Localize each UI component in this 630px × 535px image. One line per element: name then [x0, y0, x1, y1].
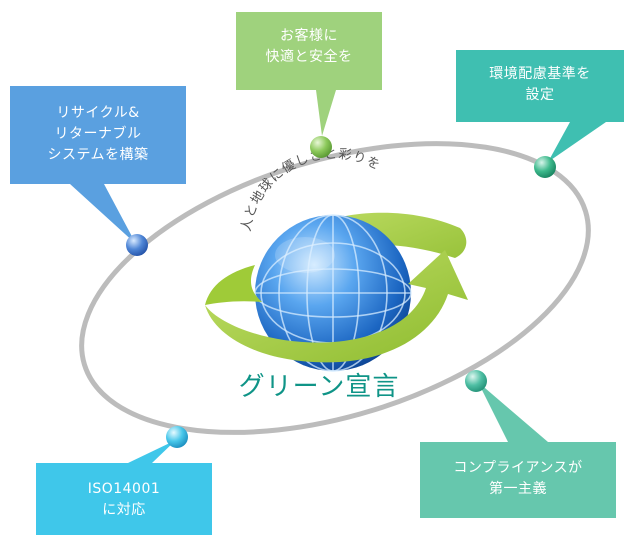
callout-customer-line-1: お客様に — [280, 28, 338, 44]
callout-environment-line-1: 環境配慮基準を — [489, 66, 591, 82]
orbit-ball-customer — [310, 136, 332, 158]
callout-customer — [236, 12, 382, 136]
callout-customer-text: お客様に 快適と安全を — [236, 26, 382, 68]
orbit-ball-iso — [166, 426, 188, 448]
callout-compliance-line-1: コンプライアンスが — [453, 460, 583, 476]
callout-environment-text: 環境配慮基準を 設定 — [456, 64, 624, 106]
orbit-ring — [79, 141, 591, 435]
callout-compliance-text: コンプライアンスが 第一主義 — [420, 458, 616, 500]
callout-environment-line-2: 設定 — [525, 87, 555, 103]
callout-compliance-line-2: 第一主義 — [489, 481, 547, 497]
orbit-ball-recycle — [126, 234, 148, 256]
callout-recycle-line-1: リサイクル& — [56, 105, 140, 121]
callout-recycle-line-2: リターナブル — [54, 126, 142, 142]
globe-icon — [254, 214, 412, 372]
callout-iso — [36, 440, 212, 535]
callout-environment — [456, 50, 624, 162]
green-arrow-tail — [205, 265, 262, 305]
callout-iso-line-2: に対応 — [102, 502, 146, 518]
callout-iso-text: ISO14001 に対応 — [36, 479, 212, 521]
callout-compliance — [420, 382, 616, 518]
callout-recycle-text: リサイクル& リターナブル システムを構築 — [10, 103, 186, 166]
callout-recycle-line-3: システムを構築 — [47, 147, 149, 163]
callout-customer-line-2: 快適と安全を — [265, 49, 353, 65]
callout-recycle — [10, 86, 186, 244]
orbit-ball-environment — [534, 156, 556, 178]
callout-iso-line-1: ISO14001 — [87, 481, 161, 497]
diagram-title: グリーン宣言 — [238, 372, 400, 402]
orbit-ball-compliance — [465, 370, 487, 392]
green-arrow-front — [205, 250, 468, 363]
